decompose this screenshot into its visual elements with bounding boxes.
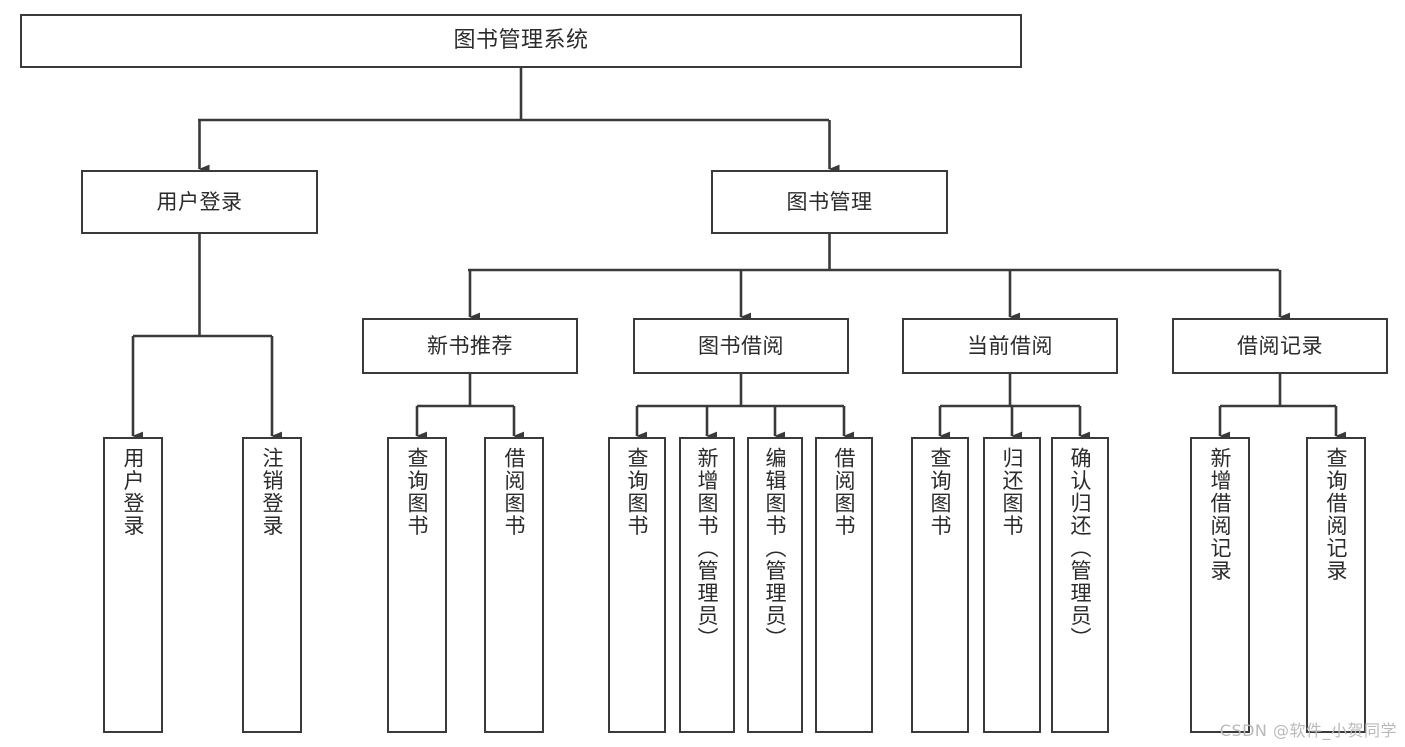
node-leaf-borrow-book-2[interactable]: 借阅图书 [815, 437, 873, 733]
node-leaf-query-book-3[interactable]: 查询图书 [911, 437, 969, 733]
node-current-borrow-label: 当前借阅 [967, 333, 1053, 358]
node-leaf-logout-label: 注销登录 [260, 447, 285, 537]
node-leaf-query-book-1-label: 查询图书 [405, 447, 430, 537]
node-leaf-logout[interactable]: 注销登录 [242, 437, 302, 733]
node-leaf-query-record[interactable]: 查询借阅记录 [1306, 437, 1366, 733]
node-leaf-return-book-label: 归还图书 [1000, 447, 1025, 537]
node-leaf-borrow-book-2-label: 借阅图书 [832, 447, 857, 537]
csdn-watermark: CSDN @软件_小贺同学 [1219, 721, 1397, 740]
node-leaf-query-book-1[interactable]: 查询图书 [387, 437, 447, 733]
node-leaf-user-login[interactable]: 用户登录 [103, 437, 163, 733]
node-book-manage-label: 图书管理 [786, 189, 873, 214]
node-book-borrow-label: 图书借阅 [698, 333, 784, 358]
node-user-login-label: 用户登录 [156, 189, 243, 214]
node-leaf-query-book-2[interactable]: 查询图书 [608, 437, 666, 733]
node-leaf-confirm-return-label: 确认归还（管理员） [1068, 447, 1093, 650]
node-root-label: 图书管理系统 [453, 28, 589, 54]
node-leaf-query-book-2-label: 查询图书 [625, 447, 650, 537]
node-borrow-record[interactable]: 借阅记录 [1172, 318, 1388, 374]
node-root[interactable]: 图书管理系统 [20, 14, 1022, 68]
node-leaf-add-record-label: 新增借阅记录 [1208, 447, 1233, 582]
node-new-book-rec-label: 新书推荐 [427, 333, 513, 358]
node-leaf-edit-book[interactable]: 编辑图书（管理员） [747, 437, 803, 733]
node-leaf-borrow-book-1-label: 借阅图书 [502, 447, 527, 537]
node-leaf-add-book-label: 新增图书（管理员） [695, 447, 720, 650]
node-leaf-query-record-label: 查询借阅记录 [1324, 447, 1349, 582]
node-leaf-edit-book-label: 编辑图书（管理员） [763, 447, 788, 650]
node-user-login[interactable]: 用户登录 [81, 170, 318, 234]
node-leaf-add-book[interactable]: 新增图书（管理员） [679, 437, 735, 733]
node-leaf-borrow-book-1[interactable]: 借阅图书 [484, 437, 544, 733]
node-leaf-confirm-return[interactable]: 确认归还（管理员） [1051, 437, 1109, 733]
node-leaf-return-book[interactable]: 归还图书 [983, 437, 1041, 733]
node-new-book-rec[interactable]: 新书推荐 [362, 318, 578, 374]
node-leaf-user-login-label: 用户登录 [121, 447, 146, 537]
node-book-borrow[interactable]: 图书借阅 [633, 318, 849, 374]
node-current-borrow[interactable]: 当前借阅 [902, 318, 1118, 374]
node-book-manage[interactable]: 图书管理 [711, 170, 948, 234]
node-leaf-add-record[interactable]: 新增借阅记录 [1190, 437, 1250, 733]
node-borrow-record-label: 借阅记录 [1237, 333, 1323, 358]
node-leaf-query-book-3-label: 查询图书 [928, 447, 953, 537]
